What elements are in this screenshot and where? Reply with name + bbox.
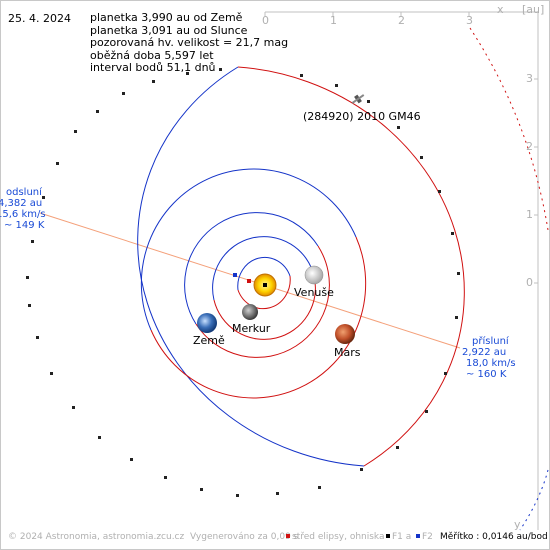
perihelion-distance: 2,922 au [462,347,507,358]
earth [197,313,217,333]
legend-center: střed elipsy, ohniska [282,532,385,542]
legend-f2-label: F2 [422,532,433,542]
center-marker-icon [286,534,290,538]
aphelion-temp: ~ 149 K [4,220,45,231]
legend-center-label: střed elipsy, ohniska [292,532,385,542]
outer-orbit-fragment-bottom [519,469,549,531]
generated-time: Vygenerováno za 0,09 s [190,532,299,542]
info-block: planetka 3,990 au od Země planetka 3,091… [90,11,289,75]
axis-unit-label: [au] [522,3,545,16]
y-tick-label: 3 [526,72,533,85]
aphelion-title: odsluní [6,187,42,198]
f1-marker-icon [386,534,390,538]
y-tick-label: 0 [526,276,533,289]
date-label: 25. 4. 2024 [8,12,71,25]
x-tick-label: 2 [398,14,405,27]
legend-f1-label: F1 a [392,532,412,542]
info-line: planetka 3,990 au od Země [90,11,243,24]
scale-label: Měřítko : 0,0146 au/bod [440,532,548,542]
mercury-orbit-blue [237,256,291,291]
focus-f2-marker [233,273,237,277]
credit-text: © 2024 Astronomia, astronomia.zcu.cz [8,532,185,542]
mars-orbit-red [150,236,367,399]
f2-marker-icon [416,534,420,538]
outer-orbit-fragment [469,27,549,231]
perihelion-speed: 18,0 km/s [466,358,516,369]
venus-label: Venuše [294,286,334,299]
y-tick-label: 1 [526,208,533,221]
sun [253,273,277,297]
axes [264,11,539,530]
orbit-point-markers [26,68,460,497]
x-tick-label: 1 [330,14,337,27]
y-axis-label: y [514,518,521,531]
legend-f1: F1 a [382,532,411,542]
asteroid-orbit-blue [137,66,365,467]
venus-orbit-red [213,275,316,340]
aphelion-speed: 15,6 km/s [0,209,46,220]
mercury-label: Merkur [232,322,271,335]
asteroid-orbit-red [237,66,465,467]
info-line: interval bodů 51,1 dnů [90,61,216,74]
mars-orbit-blue [140,168,357,331]
mars-label: Mars [334,346,361,359]
earth-orbit-blue [184,212,319,325]
asteroid-label: (284920) 2010 GM46 [303,110,421,123]
y-tick-marks [534,78,538,284]
mercury-orbit-red [237,275,291,310]
ellipse-center-marker [247,279,251,283]
mercury [242,304,258,320]
perihelion-temp: ~ 160 K [466,369,507,380]
venus-orbit-blue [212,236,315,301]
focus-f1-marker [263,283,267,287]
asteroid-icon [351,94,365,104]
mars [335,324,355,344]
venus [304,265,324,285]
info-line: planetka 3,091 au od Slunce [90,23,248,37]
legend-f2: F2 [412,532,433,542]
earth-orbit-red [195,245,330,358]
info-line: pozorovaná hv. velikost = 21,7 mag [90,36,289,49]
x-tick-label: 0 [262,14,269,27]
info-line: oběžná doba 5,597 let [90,48,214,62]
earth-label: Země [193,334,225,347]
perihelion-title: přísluní [472,336,509,347]
aphelion-distance: 4,382 au [0,198,43,209]
x-tick-marks [264,12,470,16]
y-tick-label: 2 [526,140,533,153]
x-tick-label: 3 [466,14,473,27]
x-axis-label: x [497,3,504,16]
